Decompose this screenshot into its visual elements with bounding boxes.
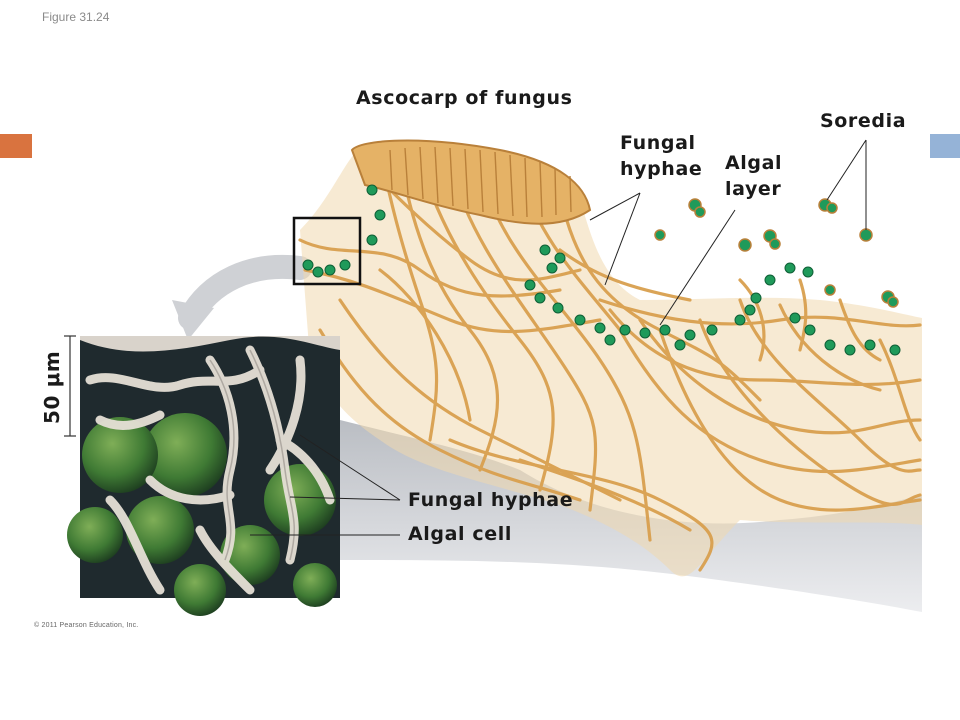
hyphae-strands [298, 148, 922, 572]
label-algal-cell: Algal cell [408, 523, 512, 545]
label-algal-layer-line1: Algal [725, 152, 783, 174]
label-fungal-hyphae-bottom: Fungal hyphae [408, 489, 574, 511]
accent-tab-right [930, 134, 960, 158]
copyright: © 2011 Pearson Education, Inc. [34, 622, 139, 629]
soredia-clusters [654, 198, 899, 308]
detail-box [292, 216, 362, 286]
algal-cells [302, 184, 901, 356]
micrograph [67, 336, 340, 616]
label-algal-layer-line2: layer [725, 178, 782, 200]
label-ascocarp: Ascocarp of fungus [356, 87, 573, 109]
label-fungal-hyphae-top: Fungal hyphae [620, 130, 702, 182]
label-soredia: Soredia [820, 110, 907, 132]
scale-bar [64, 335, 76, 437]
figure-number: Figure 31.24 [42, 10, 110, 24]
accent-tab-left [0, 134, 32, 158]
scale-bar-label: 50 μm [40, 350, 64, 424]
label-fungal-hyphae-top-line1: Fungal [620, 132, 696, 154]
ascocarp-asci [389, 146, 572, 218]
leader-lines [250, 139, 867, 536]
label-algal-layer: Algal layer [725, 150, 782, 202]
thallus-body [300, 146, 922, 577]
ascocarp [350, 139, 592, 225]
label-fungal-hyphae-top-line2: hyphae [620, 158, 703, 180]
